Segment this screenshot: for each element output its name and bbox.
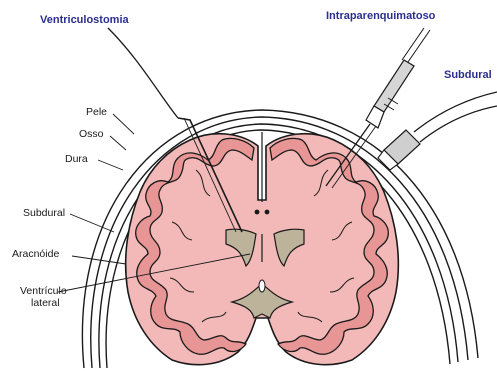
subdural-method-label: Subdural	[444, 69, 492, 81]
subdural-tube	[378, 92, 497, 170]
midline-structure	[259, 280, 265, 292]
bone-label: Osso	[79, 128, 104, 140]
ventriculostomy-label: Ventriculostomia	[40, 14, 129, 26]
skin-label: Pele	[86, 106, 107, 118]
lateral-ventricle-label-line1: Ventrículo	[20, 285, 67, 297]
intraparenchymal-probe	[326, 28, 430, 188]
lateral-ventricle-label-line2: lateral	[31, 297, 60, 309]
leader-dura	[98, 160, 123, 170]
intraparenchymal-label: Intraparenquimatoso	[326, 10, 435, 22]
leader-bone	[110, 136, 126, 150]
dura-label: Dura	[65, 153, 88, 165]
subdural-layer-label: Subdural	[23, 207, 65, 219]
leader-skin	[113, 114, 134, 134]
arachnoid-label: Aracnóide	[12, 248, 59, 260]
